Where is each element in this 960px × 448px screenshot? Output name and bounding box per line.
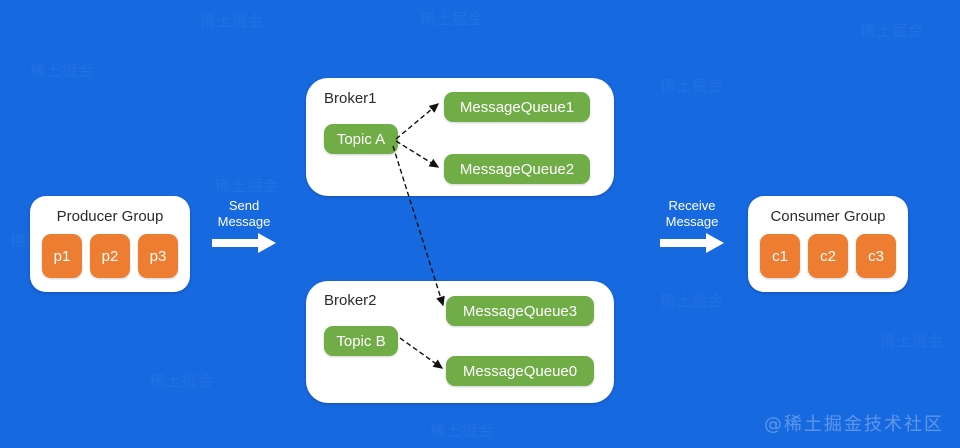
background-watermark: 稀土掘金	[660, 77, 725, 95]
background-watermark: 稀土掘金	[150, 372, 215, 390]
send-message-line1: Send	[228, 198, 260, 213]
topic-a-box[interactable]: Topic A	[324, 124, 398, 154]
broker2-title: Broker2	[324, 292, 377, 309]
broker2-card: Broker2 Topic B MessageQueue3 MessageQue…	[306, 281, 614, 403]
send-message-label: Send Message	[206, 198, 282, 230]
send-message-line2: Message	[217, 214, 271, 229]
background-watermark: 稀土掘金	[880, 332, 945, 350]
message-queue-2-box[interactable]: MessageQueue2	[444, 154, 590, 184]
background-watermark: 稀土掘金	[860, 22, 925, 40]
consumer-group-title: Consumer Group	[770, 208, 886, 225]
consumer-member-c2[interactable]: c2	[808, 234, 848, 278]
background-watermark: 稀土掘金	[420, 10, 485, 28]
producer-group-title: Producer Group	[56, 208, 164, 225]
broker1-card: Broker1 Topic A MessageQueue1 MessageQue…	[306, 78, 614, 196]
producer-group-card: Producer Group p1 p2 p3	[30, 196, 190, 292]
send-message-arrow-icon	[212, 233, 276, 253]
message-queue-3-box[interactable]: MessageQueue3	[446, 296, 594, 326]
producer-member-p2[interactable]: p2	[90, 234, 130, 278]
broker1-title: Broker1	[324, 90, 377, 107]
message-queue-0-box[interactable]: MessageQueue0	[446, 356, 594, 386]
producer-member-p3[interactable]: p3	[138, 234, 178, 278]
receive-message-line2: Message	[665, 214, 719, 229]
background-watermark: 稀土掘金	[30, 62, 95, 80]
receive-message-arrow-icon	[660, 233, 724, 253]
background-watermark: 稀土掘金	[660, 292, 725, 310]
corner-watermark: @稀土掘金技术社区	[764, 414, 944, 435]
background-watermark: 稀土掘金	[215, 177, 280, 195]
topic-b-box[interactable]: Topic B	[324, 326, 398, 356]
receive-message-label: Receive Message	[652, 198, 732, 230]
message-queue-1-box[interactable]: MessageQueue1	[444, 92, 590, 122]
receive-message-line1: Receive	[668, 198, 716, 213]
background-watermark: 稀土掘金	[430, 422, 495, 440]
consumer-member-c1[interactable]: c1	[760, 234, 800, 278]
consumer-group-card: Consumer Group c1 c2 c3	[748, 196, 908, 292]
consumer-member-c3[interactable]: c3	[856, 234, 896, 278]
background-watermark: 稀土掘金	[200, 12, 265, 30]
producer-member-p1[interactable]: p1	[42, 234, 82, 278]
